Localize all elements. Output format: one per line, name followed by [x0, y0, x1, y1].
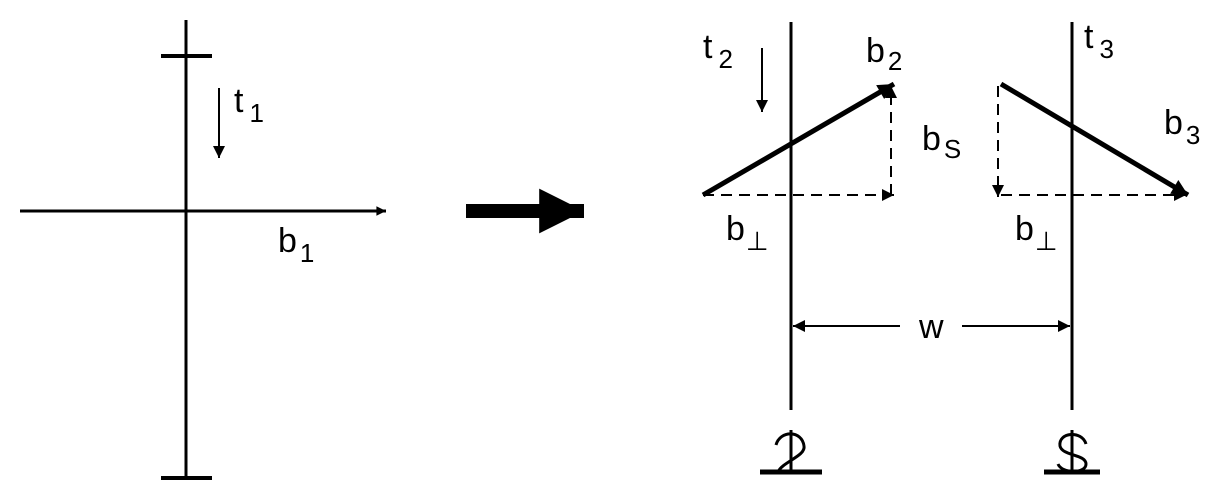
b2-arrow	[701, 81, 896, 198]
b3-arrow	[999, 81, 1190, 198]
partial-symbol-2	[760, 430, 822, 475]
b-perp-left-label: b⊥	[726, 210, 769, 256]
b-perp-right-label: b⊥	[1015, 210, 1058, 256]
partial-symbol-3	[1044, 430, 1100, 475]
w-label: w	[918, 308, 944, 346]
